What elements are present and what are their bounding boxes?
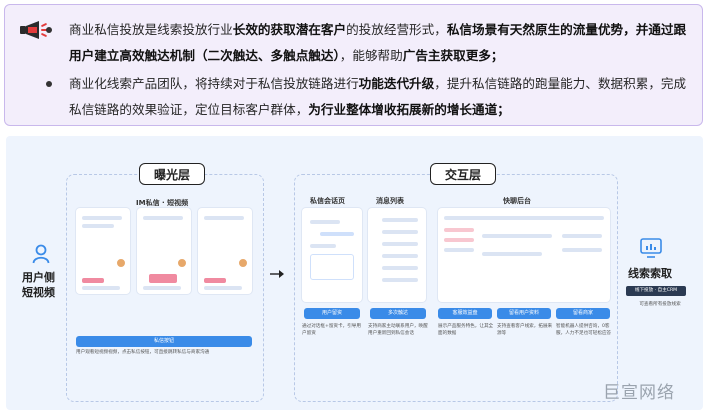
dm-button[interactable]: 私信按钮 bbox=[76, 336, 252, 347]
column-title: 消息列表 bbox=[376, 197, 404, 205]
note-emphasis: 私信场景有天然原生的流量优势，并通过跟用户建立高效触达机制（二次触达、多触点触达… bbox=[69, 22, 687, 63]
note-emphasis: 功能迭代升级 bbox=[358, 76, 435, 91]
bullet-dot bbox=[46, 27, 52, 33]
backend-button[interactable]: 留看用户资料 bbox=[497, 308, 551, 319]
column-caption: 通过对话框+留资卡，引导用户留资 bbox=[302, 324, 361, 336]
highlight-note-box: 商业私信投放是线索投放行业长效的获取潜在客户的投放经营形式，私信场景有天然原生的… bbox=[4, 4, 703, 126]
message-list-mock bbox=[368, 208, 426, 302]
user-lead-button[interactable]: 用户留资 bbox=[304, 308, 360, 319]
note-paragraph-1: 商业私信投放是线索投放行业长效的获取潜在客户的投放经营形式，私信场景有天然原生的… bbox=[69, 17, 694, 69]
video-phone-mock bbox=[198, 208, 252, 294]
bullet-dot bbox=[46, 81, 52, 87]
note-text: 商业化线索产品团队，将持续对于私信投放链路进行 bbox=[69, 76, 359, 91]
note-paragraph-2: 商业化线索产品团队，将持续对于私信投放链路进行功能迭代升级，提升私信链路的跑量能… bbox=[69, 71, 694, 123]
crm-chip: 线下投放 · 自主CRM bbox=[626, 286, 686, 296]
note-text: ，提升私信链路的跑量能力、数据积累，完成私信链路的效果验证，定位目标客户群体， bbox=[69, 76, 687, 117]
note-text: 商业私信投放是线索投放行业 bbox=[69, 22, 233, 37]
note-emphasis: 广告主获取更多； bbox=[402, 48, 504, 63]
backend-button[interactable]: 留看商家 bbox=[556, 308, 610, 319]
lead-retrieval-caption: 可查看所有投放线索 bbox=[639, 302, 681, 307]
column-title: 快聊后台 bbox=[503, 197, 531, 205]
column-caption: 支持商家主动联系用户，唤醒用户重新回到私信会话 bbox=[368, 324, 428, 336]
exposure-layer-title: 曝光层 bbox=[139, 163, 206, 185]
note-emphasis: 长效的获取潜在客户 bbox=[232, 22, 347, 37]
exposure-subtitle: IM私信 · 短视频 bbox=[136, 199, 189, 207]
megaphone-icon bbox=[20, 21, 48, 39]
column-caption: 支持查看客户线索，拓展来源等 bbox=[497, 324, 553, 336]
user-side-label: 用户侧 短视频 bbox=[22, 271, 55, 299]
video-phone-mock bbox=[137, 208, 191, 294]
note-emphasis: 为行业整体增收拓展新的增长通道； bbox=[308, 102, 510, 117]
interaction-layer-title: 交互层 bbox=[430, 163, 497, 185]
chat-page-mock bbox=[302, 208, 362, 302]
note-text: 的投放经营形式， bbox=[346, 22, 447, 37]
column-caption: 智能机器人提供咨询，0客服，人力不足也可轻松应答 bbox=[556, 324, 612, 336]
avatar bbox=[116, 258, 126, 268]
exposure-caption: 用户观看短视频视频，点击私信按钮，可直接跳转私信与商家沟通 bbox=[76, 350, 210, 355]
lead-flow-diagram: 用户侧 短视频 曝光层 IM私信 · 短视频 私信按钮 用户观看短视频视频，点击… bbox=[6, 136, 703, 410]
avatar bbox=[177, 258, 187, 268]
watermark-text: 巨宣网络 bbox=[603, 383, 675, 403]
column-title: 私信会话页 bbox=[310, 197, 345, 205]
arrow-right-icon bbox=[270, 270, 284, 278]
backend-button[interactable]: 客服效益盘 bbox=[438, 308, 492, 319]
multi-touch-button[interactable]: 多次触达 bbox=[370, 308, 426, 319]
chat-backend-mock bbox=[438, 208, 610, 302]
lead-retrieval-title: 线索索取 bbox=[628, 267, 672, 280]
dashboard-icon bbox=[640, 238, 662, 258]
column-caption: 展示产品服务特色，让其全面的数据 bbox=[438, 324, 494, 336]
video-phone-mock bbox=[76, 208, 130, 294]
note-text: ，能够帮助 bbox=[339, 48, 403, 63]
avatar bbox=[238, 258, 248, 268]
user-icon bbox=[32, 244, 50, 264]
